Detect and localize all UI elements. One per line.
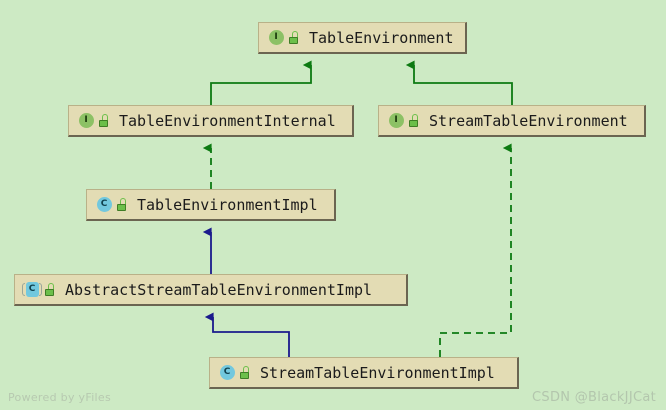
class-node-abstract-stream-table-environment-impl[interactable]: C AbstractStreamTableEnvironmentImpl <box>14 274 408 306</box>
interface-icon: I <box>388 113 404 129</box>
class-icon: C <box>219 365 235 381</box>
padlock-icon <box>239 366 250 379</box>
class-node-label: StreamTableEnvironment <box>429 111 628 130</box>
class-node-label: TableEnvironmentImpl <box>137 195 318 214</box>
padlock-icon <box>408 114 419 127</box>
class-node-table-environment-internal[interactable]: I TableEnvironmentInternal <box>68 105 354 137</box>
class-node-label: StreamTableEnvironmentImpl <box>260 363 495 382</box>
csdn-watermark: CSDN @BlackJJCat <box>532 390 656 405</box>
interface-icon: I <box>78 113 94 129</box>
yfiles-watermark: Powered by yFiles <box>8 391 111 404</box>
class-node-label: TableEnvironmentInternal <box>119 111 336 130</box>
interface-icon: I <box>268 30 284 46</box>
class-node-label: AbstractStreamTableEnvironmentImpl <box>65 280 373 299</box>
padlock-icon <box>116 198 127 211</box>
class-node-stream-table-environment[interactable]: I StreamTableEnvironment <box>378 105 646 137</box>
edge-streamimpl-extends-abstract <box>204 312 290 357</box>
class-node-label: TableEnvironment <box>309 28 454 47</box>
class-node-table-environment[interactable]: I TableEnvironment <box>258 22 467 54</box>
edge-streamtableenv-extends-tableenv <box>405 60 513 105</box>
padlock-icon <box>44 283 55 296</box>
class-node-table-environment-impl[interactable]: C TableEnvironmentImpl <box>86 189 336 221</box>
edge-streamimpl-implements-streamtableenv <box>439 143 512 357</box>
edge-internal-extends-tableenv <box>210 60 312 105</box>
class-node-stream-table-environment-impl[interactable]: C StreamTableEnvironmentImpl <box>209 357 519 389</box>
abstract-class-icon: C <box>22 282 42 298</box>
padlock-icon <box>288 31 299 44</box>
padlock-icon <box>98 114 109 127</box>
class-icon: C <box>96 197 112 213</box>
